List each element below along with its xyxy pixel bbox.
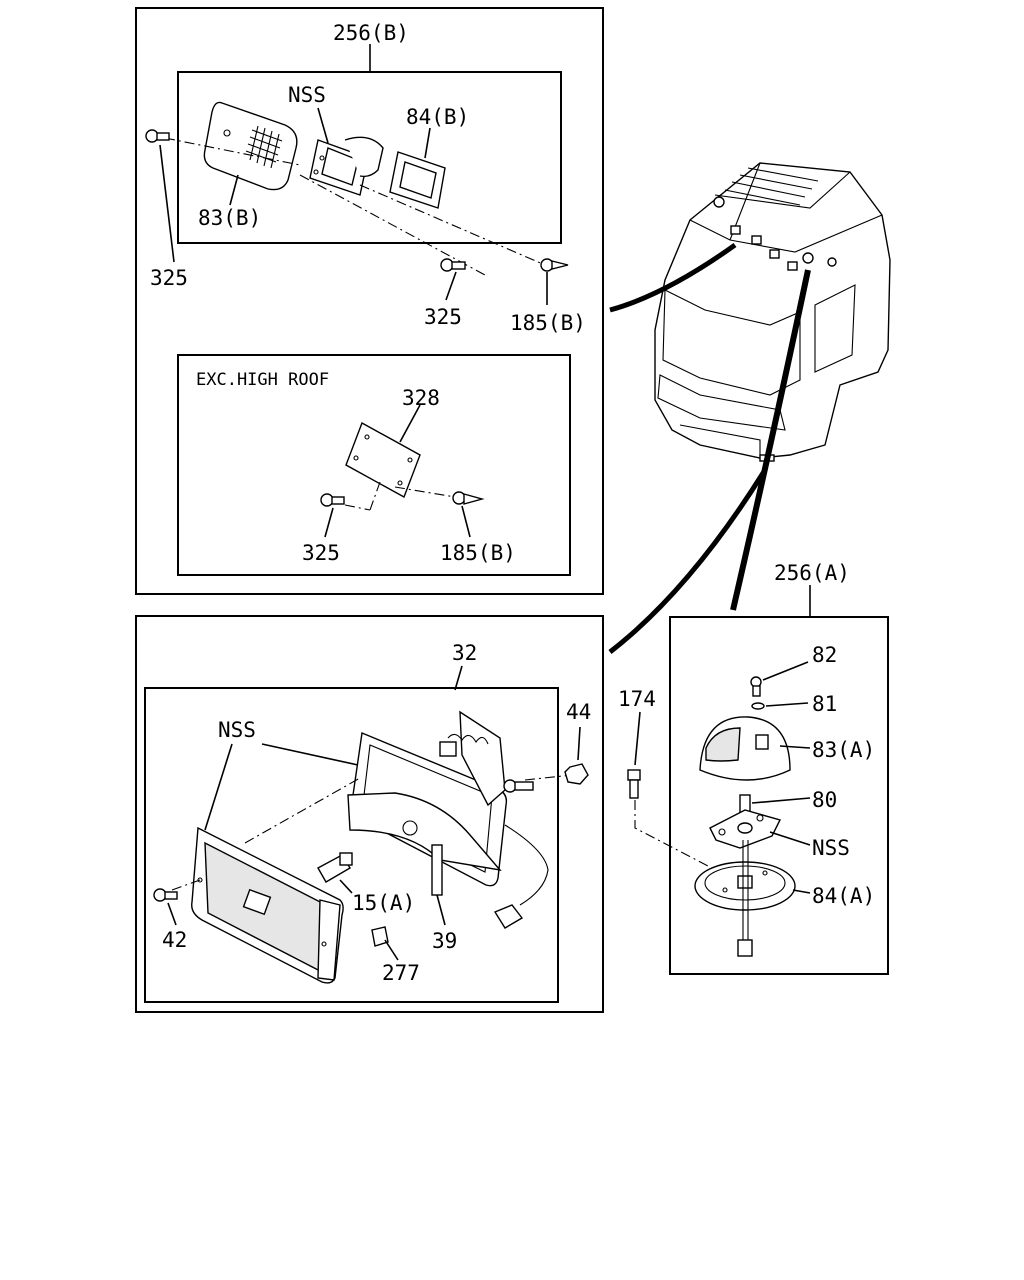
label-nss-right: NSS <box>812 836 850 860</box>
screw-325-left <box>145 129 170 143</box>
lamp-housing-drawing <box>309 136 384 196</box>
panel-top-left: 256(B) <box>135 7 604 595</box>
label-84b: 84(B) <box>406 105 469 129</box>
screw-325-mid <box>440 258 466 272</box>
label-80: 80 <box>812 788 837 812</box>
label-325-left: 325 <box>150 266 188 290</box>
tag-277 <box>371 926 389 947</box>
exc-high-roof-note: EXC.HIGH ROOF <box>196 370 329 390</box>
panel-bottom-left-frame <box>135 615 604 1013</box>
label-39: 39 <box>432 929 457 953</box>
washer-81 <box>751 702 765 710</box>
label-185b-top: 185(B) <box>510 311 586 335</box>
label-82: 82 <box>812 643 837 667</box>
bulb-socket-80 <box>709 794 782 849</box>
screw-82 <box>750 676 762 697</box>
label-83a: 83(A) <box>812 738 875 762</box>
label-325-mid: 325 <box>424 305 462 329</box>
label-81: 81 <box>812 692 837 716</box>
label-84a: 84(A) <box>812 884 875 908</box>
bolt-174 <box>627 769 641 799</box>
label-nss-fog: NSS <box>218 718 256 742</box>
gasket-84b-drawing <box>389 151 446 209</box>
screw-325-lower <box>320 493 345 507</box>
label-174: 174 <box>618 687 656 711</box>
label-15a: 15(A) <box>352 891 415 915</box>
connector-line-bottom-left <box>608 468 768 654</box>
label-42: 42 <box>162 928 187 952</box>
marker-lamp-box: NSS 84(B) 83(B) <box>177 71 562 244</box>
lens-83b-drawing <box>203 101 298 191</box>
label-325-lower: 325 <box>302 541 340 565</box>
fog-lamp-lens-drawing <box>191 826 344 984</box>
bracket-328-drawing <box>345 421 421 499</box>
bolt-nut-44 <box>503 763 589 793</box>
group-label-256a: 256(A) <box>774 561 850 585</box>
label-83b: 83(B) <box>198 206 261 230</box>
exc-high-roof-frame <box>177 354 571 576</box>
lens-83a-dome <box>699 716 791 781</box>
panel-right: 256(A) 174 82 81 83(A) <box>618 561 889 975</box>
clip-185b <box>540 258 569 272</box>
connector-line-right <box>730 269 811 611</box>
label-328: 328 <box>402 386 440 410</box>
bulb-15a <box>317 852 353 883</box>
label-nss-top: NSS <box>288 83 326 107</box>
screw-42 <box>153 888 178 902</box>
panel-bottom-left: 32 <box>135 615 604 1013</box>
group-label-256b: 256(B) <box>333 21 409 45</box>
exc-high-roof-box: EXC.HIGH ROOF 328 325 <box>177 354 571 576</box>
base-84a <box>694 840 796 957</box>
connector-line-top <box>609 242 737 313</box>
label-32: 32 <box>452 641 477 665</box>
clip-185b-lower <box>452 491 485 505</box>
label-277: 277 <box>382 961 420 985</box>
marker-lamp-box-frame <box>177 71 562 244</box>
panel-right-frame <box>669 616 889 975</box>
truck-cab-drawing <box>654 162 891 462</box>
label-185b-lower: 185(B) <box>440 541 516 565</box>
label-44: 44 <box>566 700 591 724</box>
panel-top-left-frame <box>135 7 604 595</box>
adjust-spring <box>439 733 489 757</box>
fog-lamp-box-frame <box>144 687 559 1003</box>
